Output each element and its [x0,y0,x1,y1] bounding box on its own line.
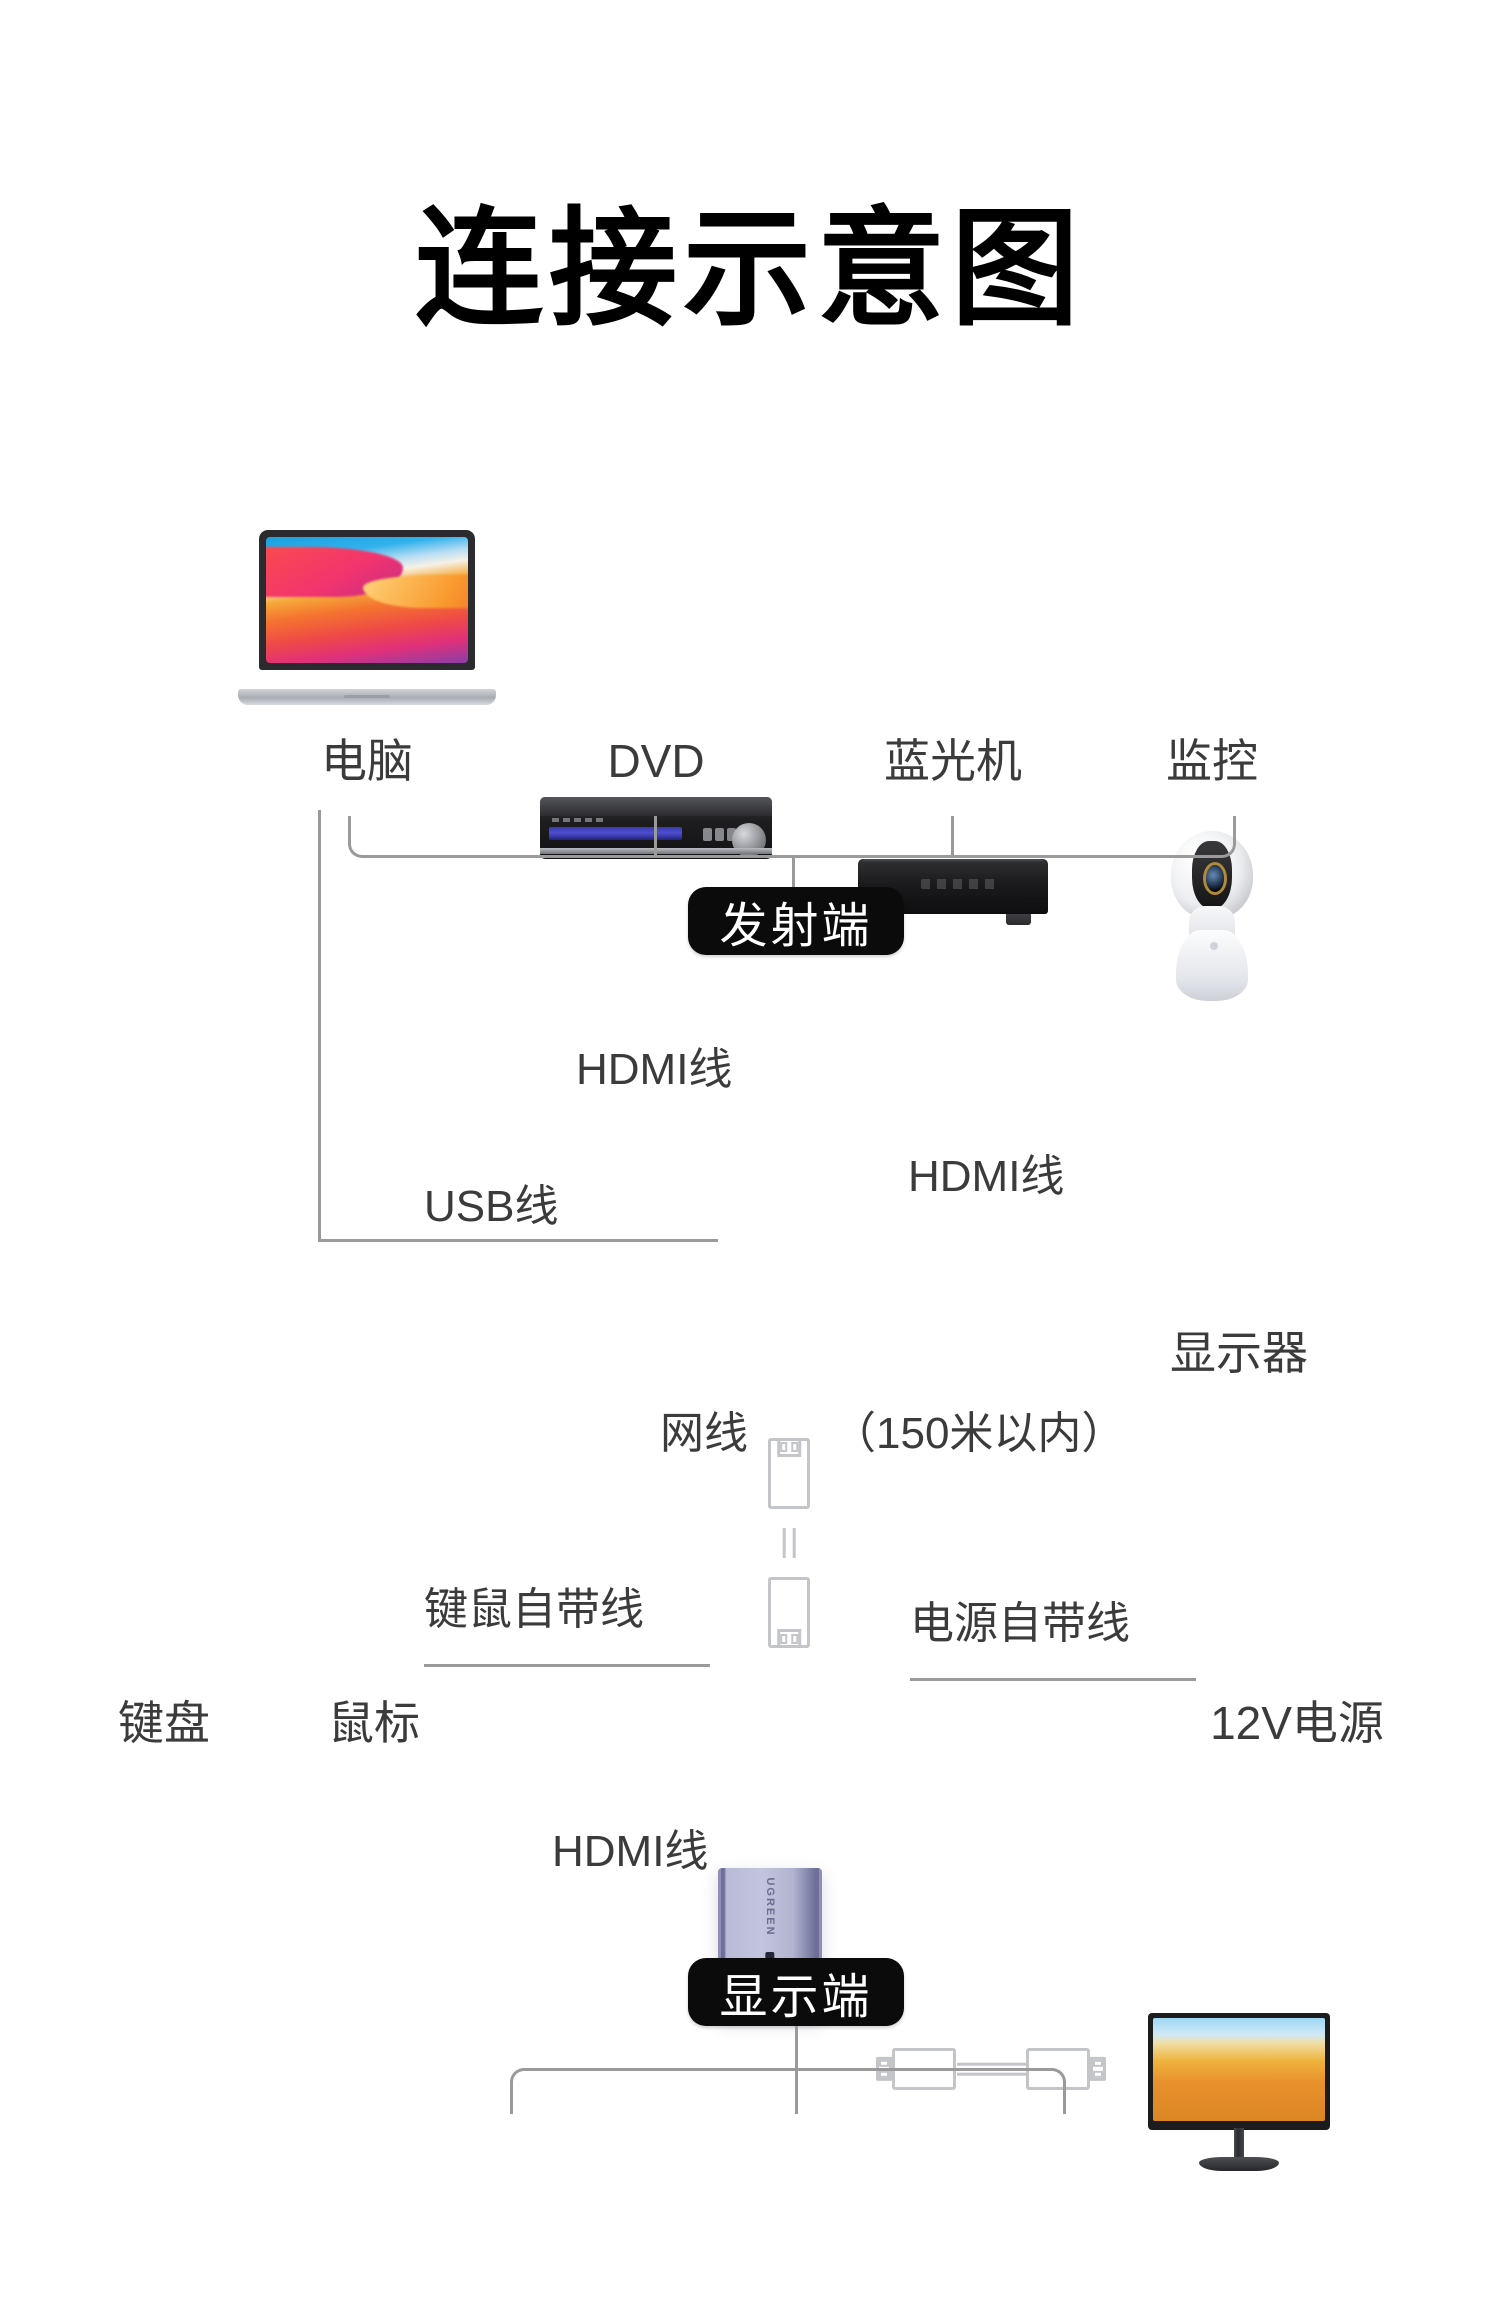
source-bracket [348,816,1236,858]
monitor-stand-base [1198,2156,1280,2171]
monitor-stand-neck [1233,2128,1245,2157]
hdmi-cable-top-label: HDMI线 [576,1045,733,1094]
usb-line-horizontal [318,1239,718,1242]
usb-cable-label: USB线 [424,1182,559,1231]
hdmi-cable-top-icon [768,1438,810,1648]
lan-cable-label: 网线 [660,1409,748,1458]
receiver-badge: 显示端 [688,1958,904,2026]
monitor-frame [1148,2013,1330,2130]
bluray-foot-right [1006,913,1031,925]
hdmi-wire-top [782,1528,796,1558]
hdmi-tip-bottom [777,1629,801,1648]
camera-lens [1206,865,1224,893]
source-label-dvd: DVD [607,735,705,787]
dvd-top [540,797,772,816]
source-bracket-leg-bluray [951,816,954,858]
mouse-label: 鼠标 [328,1697,420,1749]
hdmi-cable-bottom-label: HDMI线 [552,1827,709,1876]
usb-line-vertical [318,810,321,1242]
hdmi-monitor-tip-right [1089,2056,1106,2082]
keyboard-label: 键盘 [118,1697,210,1749]
monitor-label: 显示器 [1170,1327,1308,1379]
bluray-display [920,878,997,890]
camera-indicator-dot [1209,942,1218,950]
power-supply-label: 12V电源 [1210,1697,1384,1749]
monitor-icon [1148,2013,1330,2171]
kbm-cable-label: 键鼠自带线 [424,1585,644,1634]
output-bracket [510,2068,1066,2114]
source-label-camera: 监控 [1166,735,1258,787]
page-title: 连接示意图 [414,198,1085,341]
transmitter-badge: 发射端 [688,887,904,955]
laptop-lid [258,530,476,670]
transmitter-brand-label: UGREEN [764,1877,776,1937]
laptop-icon [238,530,496,705]
laptop-screen [265,537,469,663]
monitor-screen [1153,2018,1325,2121]
hdmi-cable-monitor-label: HDMI线 [908,1152,1065,1201]
dvd-logo-text [551,818,603,823]
power-cable-line [910,1678,1196,1681]
camera-base [1176,929,1248,1001]
bluray-player-icon [858,859,1048,925]
lan-distance-note: （150米以内） [832,1409,1126,1458]
source-label-computer: 电脑 [321,735,413,787]
source-bracket-leg-dvd [654,816,657,858]
laptop-notch [343,695,391,698]
hdmi-tip-top [777,1438,801,1457]
output-bracket-leg-center [795,2068,798,2114]
power-cable-label: 电源自带线 [910,1599,1130,1648]
source-label-bluray: 蓝光机 [884,735,1022,787]
dvd-tray [549,826,682,841]
source-bracket-stem [792,855,795,895]
output-bracket-stem [795,2026,798,2068]
kbm-cable-line [424,1664,710,1667]
